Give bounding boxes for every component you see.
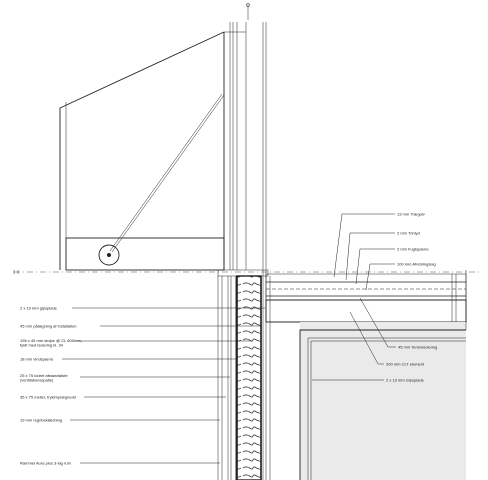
right-label-group: 13 mm Trægulv 2 mm Trinlyd 2 mm Fugtspær… xyxy=(312,212,437,383)
label-termoisolering: 45 mm Termoisolering xyxy=(398,345,437,350)
label-trinlyd: 2 mm Trinlyd xyxy=(397,231,420,236)
label-rammer: Rammet Aura plus 3-lag rum xyxy=(20,461,72,466)
label-stolpe-1: 195 x 45 mm stolpe @ CL 600mm, xyxy=(20,338,82,343)
label-afretningslag: 100 mm Afretningslag xyxy=(397,262,436,267)
datum-line xyxy=(13,270,480,274)
label-gipsplade-loft: 2 x 13 mm Gipsplade xyxy=(386,378,425,383)
label-meiler: 35 x 75 meiler, trykimprægneret xyxy=(20,395,77,400)
section-marker-icon xyxy=(246,3,250,7)
label-stolpe-2: fyldt med isolering kl. 34 xyxy=(20,343,64,348)
awning-hood xyxy=(59,31,225,271)
label-gipsplade-vaeg: 2 x 13 mm gipsplade xyxy=(20,306,58,311)
label-afstandsliste-2: (ventilationsspalte) xyxy=(20,378,54,383)
left-label-group: 2 x 13 mm gipsplade 45 mm pålægning af i… xyxy=(20,306,265,466)
wall-insulation xyxy=(236,275,262,480)
label-trae-gulv: 13 mm Trægulv xyxy=(397,212,425,217)
label-vindspaerre: 18 mm vindspærre xyxy=(20,357,54,362)
label-afstandsliste-1: 25 x 75 lodret afstandsliste xyxy=(20,373,68,378)
wall-section xyxy=(217,269,271,480)
label-clt-element: 200 mm CLT element xyxy=(386,362,425,367)
label-forring: 45 mm pålægning af installation xyxy=(20,324,76,329)
label-regnbeklaedning: 19 mm regnbeklædning xyxy=(20,418,62,423)
hinge-detail-icon xyxy=(98,244,120,266)
window-frame-upper xyxy=(223,3,267,480)
label-fugtspaerre: 2 mm Fugtspærre xyxy=(397,247,430,252)
floor-slab xyxy=(265,270,467,480)
